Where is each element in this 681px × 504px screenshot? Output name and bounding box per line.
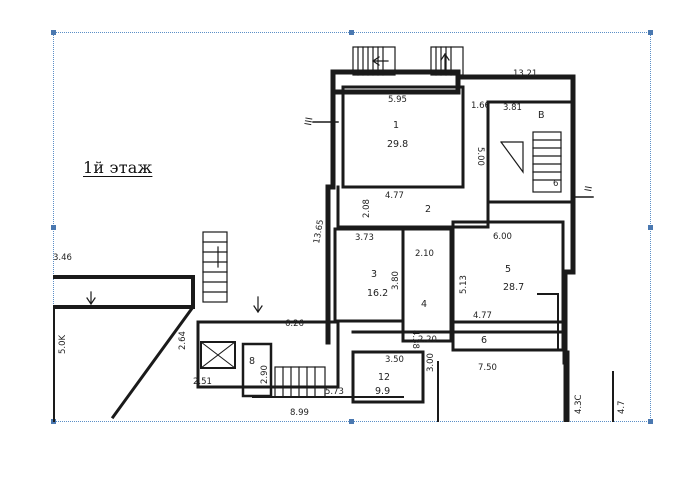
- plan-wall: [351, 330, 567, 422]
- room-8-number: 8: [249, 356, 255, 367]
- dimension-label: 8.99: [290, 408, 309, 418]
- dimension-label: 4.3C: [574, 394, 584, 414]
- room-1-number: 1: [393, 120, 399, 131]
- room-2-number: 2: [425, 204, 431, 215]
- floor-caption: 1й этаж: [83, 158, 153, 177]
- dimension-label: 5.00: [475, 147, 485, 166]
- dimension-label: 5.73: [325, 387, 344, 397]
- dimension-label: 3.00: [426, 353, 436, 372]
- resize-handle-middle-right[interactable]: [648, 225, 653, 230]
- room-6-number: 6: [481, 335, 487, 346]
- room-3-area: 16.2: [367, 288, 388, 299]
- plan-wall: [110, 304, 196, 420]
- section-mark-ii: II: [583, 185, 595, 192]
- plan-lift-cross: [200, 341, 236, 369]
- dimension-label: 5.0K: [58, 334, 68, 354]
- dimension-label: 2.08: [362, 199, 372, 218]
- dimension-label: 4.77: [473, 311, 492, 321]
- room-3-number: 3: [371, 269, 377, 280]
- dimension-label: 3.46: [53, 253, 72, 263]
- dimension-label: 13.21: [513, 69, 537, 79]
- plan-room-b: [486, 100, 575, 204]
- dimension-label: 3.73: [355, 233, 374, 243]
- plan-arrow: [253, 296, 263, 313]
- plan-wall: [196, 320, 340, 389]
- plan-stair-left: [202, 231, 228, 303]
- plan-arrow: [86, 291, 96, 305]
- room-b-label: В: [538, 110, 545, 121]
- dimension-label: 2.10: [415, 249, 434, 259]
- dimension-label: 7.50: [478, 363, 497, 373]
- dimension-label: 4.77: [385, 191, 404, 201]
- dimension-label: 2.20: [418, 335, 437, 345]
- dimension-label: 5.13: [459, 275, 469, 294]
- resize-handle-middle-left[interactable]: [51, 225, 56, 230]
- dimension-label: 6: [553, 179, 558, 189]
- dimension-label: 4.7: [617, 400, 627, 414]
- dimension-label: 3.80: [391, 271, 401, 290]
- resize-handle-top-right[interactable]: [648, 30, 653, 35]
- dimension-label: 2.64: [178, 331, 188, 350]
- plan-room-12: [351, 350, 425, 404]
- plan-stair-lower: [274, 366, 326, 398]
- floor-plan-image[interactable]: 1 29.8 В 2 3 16.2 4 5 28.7 6 8 12 9.9 II…: [53, 32, 651, 422]
- plan-wall: [330, 69, 461, 95]
- plan-arrow: [372, 56, 389, 66]
- plan-room-1: [341, 85, 465, 189]
- plan-room-4: [401, 227, 453, 343]
- room-5-number: 5: [505, 264, 511, 275]
- plan-arrow: [440, 53, 450, 71]
- room-4-number: 4: [421, 299, 427, 310]
- resize-handle-top-center[interactable]: [349, 30, 354, 35]
- dimension-label: 5.95: [388, 95, 407, 105]
- room-12-number: 12: [378, 372, 390, 383]
- dimension-label: 2.90: [260, 365, 270, 384]
- plan-lift: [200, 341, 236, 369]
- dimension-label: 4.38: [410, 330, 420, 349]
- plan-wall: [53, 275, 195, 309]
- dimension-label: 1.66: [471, 101, 490, 111]
- plan-stair-top: [352, 46, 464, 76]
- resize-handle-bottom-center[interactable]: [349, 419, 354, 424]
- plan-room-6: [451, 320, 565, 352]
- dimension-label: 13.65: [312, 219, 326, 245]
- resize-handle-top-left[interactable]: [51, 30, 56, 35]
- dimension-label: 6.26: [285, 319, 304, 329]
- room-1-area: 29.8: [387, 139, 408, 150]
- dimension-label: 3.81: [503, 103, 522, 113]
- plan-wall: [455, 74, 576, 365]
- section-mark-iii: III: [303, 116, 315, 126]
- dimension-label: 3.50: [385, 355, 404, 365]
- room-5-area: 28.7: [503, 282, 524, 293]
- dimension-label: 6.00: [493, 232, 512, 242]
- plan-stair-right: [500, 131, 562, 193]
- dimension-label: 2.51: [193, 377, 212, 387]
- plan-room-2: [336, 185, 490, 229]
- resize-handle-bottom-right[interactable]: [648, 419, 653, 424]
- room-12-area: 9.9: [375, 386, 390, 397]
- plan-wall: [325, 89, 336, 345]
